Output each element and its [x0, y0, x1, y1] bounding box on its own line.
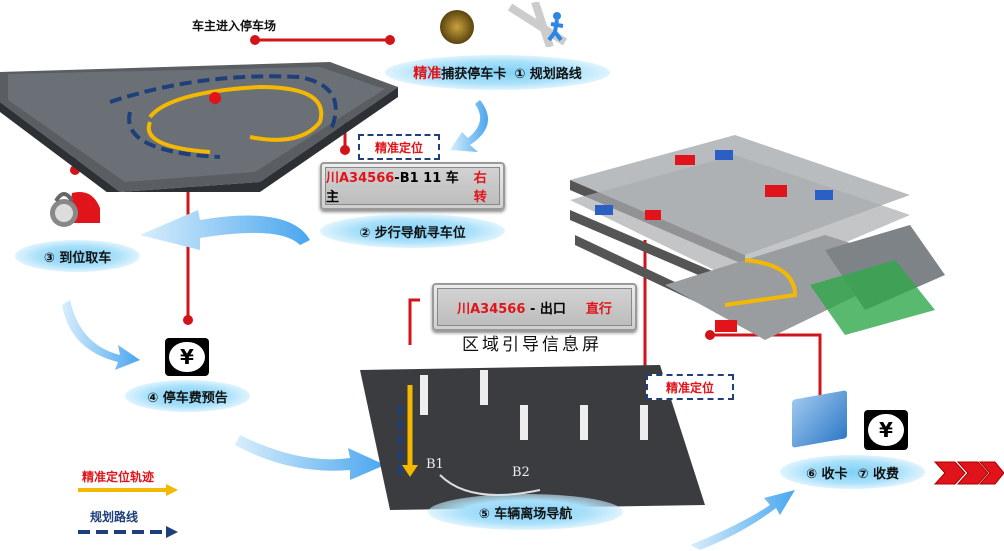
led1-action: 右转 — [473, 171, 487, 205]
led1-plate: 川A34566 — [326, 171, 395, 186]
exit-area-map: B1 B2 — [360, 365, 705, 515]
step6-label: ⑥ 收卡 — [805, 466, 848, 482]
double-chevron-icon — [933, 461, 1004, 485]
led-display-1: 川A34566-B1 11 车主右转 — [320, 162, 505, 210]
screen-label: 区域引导信息屏 — [462, 335, 602, 355]
parking-card-icon — [792, 390, 847, 448]
legend-track-label: 精准定位轨迹 — [82, 470, 155, 484]
step7-label: ⑦ 收费 — [857, 466, 900, 482]
step1-prefix: 精准 — [413, 65, 442, 82]
step1-label: 精准 捕获停车卡 ① 规划路线 — [385, 55, 610, 90]
yen-icon-2: ¥ — [864, 410, 908, 450]
step5-label: ⑤ 车辆离场导航 — [428, 494, 623, 530]
legend-route-label: 规划路线 — [90, 510, 139, 524]
legend-track-arrow — [78, 484, 178, 496]
precise-locate-box-2: 精准定位 — [646, 374, 734, 400]
led2-info: - 出口 — [529, 301, 566, 317]
led1-info: -B1 11 车主 — [326, 171, 459, 205]
yen-symbol: ¥ — [169, 341, 205, 373]
led2-plate: 川A34566 — [457, 301, 526, 317]
step1-step: ① 规划路线 — [514, 67, 582, 82]
precise-locate-box-1: 精准定位 — [358, 134, 440, 160]
step3-label: ③ 到位取车 — [15, 240, 140, 272]
legend-route-arrow — [78, 526, 178, 538]
flow-arrows — [62, 100, 795, 550]
lock-car-icon — [42, 183, 102, 233]
map-label-b2: B2 — [512, 465, 530, 480]
step1-text: 捕获停车卡 — [441, 67, 507, 82]
walking-person-icon — [507, 2, 568, 47]
multi-level-garage-3d — [565, 135, 1004, 345]
step4-label: ④ 停车费预告 — [125, 380, 250, 412]
step2-label: ② 步行导航寻车位 — [320, 214, 505, 248]
map-label-b1: B1 — [426, 457, 444, 472]
step6-7-label: ⑥ 收卡 ⑦ 收费 — [780, 455, 925, 489]
entry-label: 车主进入停车场 — [192, 19, 277, 33]
yen-icon: ¥ — [165, 338, 209, 376]
radar-icon — [440, 10, 474, 44]
yen-symbol-2: ¥ — [868, 414, 904, 446]
led-display-2: 川A34566 - 出口 直行 — [432, 283, 637, 331]
led2-action: 直行 — [585, 301, 612, 317]
